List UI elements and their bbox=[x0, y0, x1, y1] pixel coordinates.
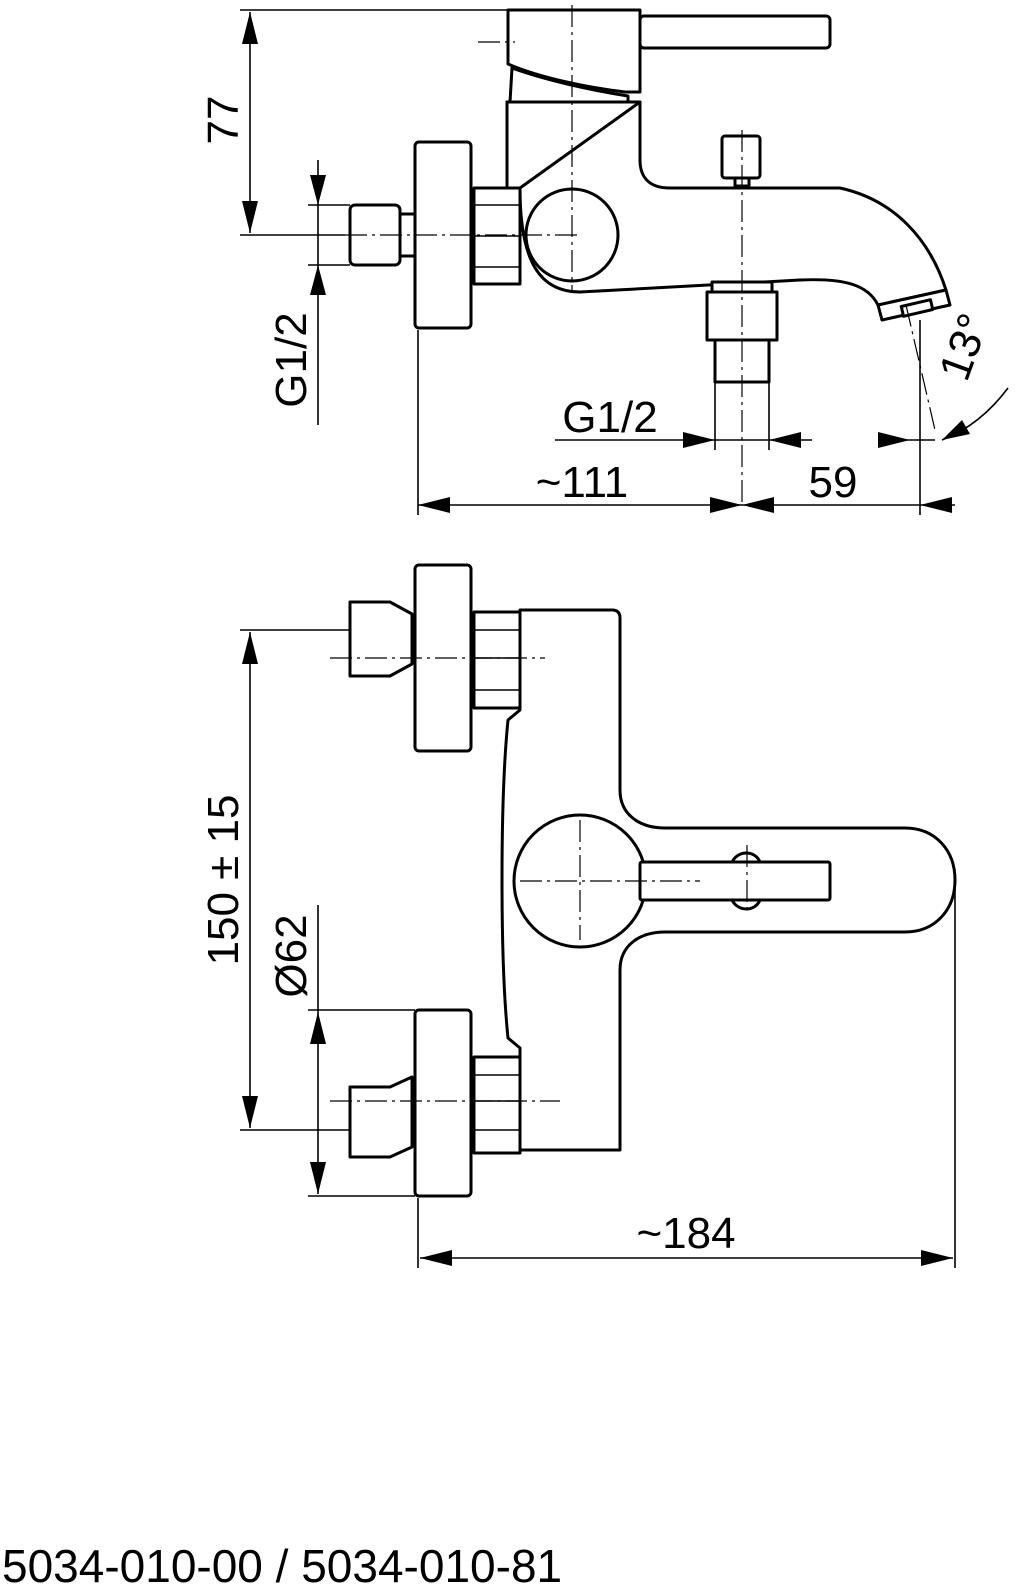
label-diameter-62: Ø62 bbox=[267, 914, 316, 997]
label-g12-outlet: G1/2 bbox=[562, 393, 657, 442]
label-111: ~111 bbox=[536, 458, 629, 507]
product-codes: 5034-010-00 / 5034-010-81 bbox=[2, 1540, 562, 1591]
hex-nut-side bbox=[472, 186, 522, 286]
label-13deg: 13° bbox=[930, 307, 999, 386]
side-view: 77 G1/2 G1/2 ~111 59 13° bbox=[199, 5, 1009, 515]
label-g12-inlet: G1/2 bbox=[267, 312, 316, 407]
label-150: 150 ± 15 bbox=[199, 795, 248, 966]
diverter-button bbox=[720, 134, 762, 188]
label-59: 59 bbox=[809, 458, 858, 507]
aerator-side bbox=[876, 288, 952, 322]
lever-handle-side bbox=[506, 8, 832, 104]
front-view: 150 ± 15 Ø62 ~184 bbox=[199, 563, 957, 1268]
bottom-connection bbox=[348, 1008, 522, 1198]
label-77: 77 bbox=[199, 96, 248, 145]
label-184: ~184 bbox=[636, 1209, 735, 1258]
